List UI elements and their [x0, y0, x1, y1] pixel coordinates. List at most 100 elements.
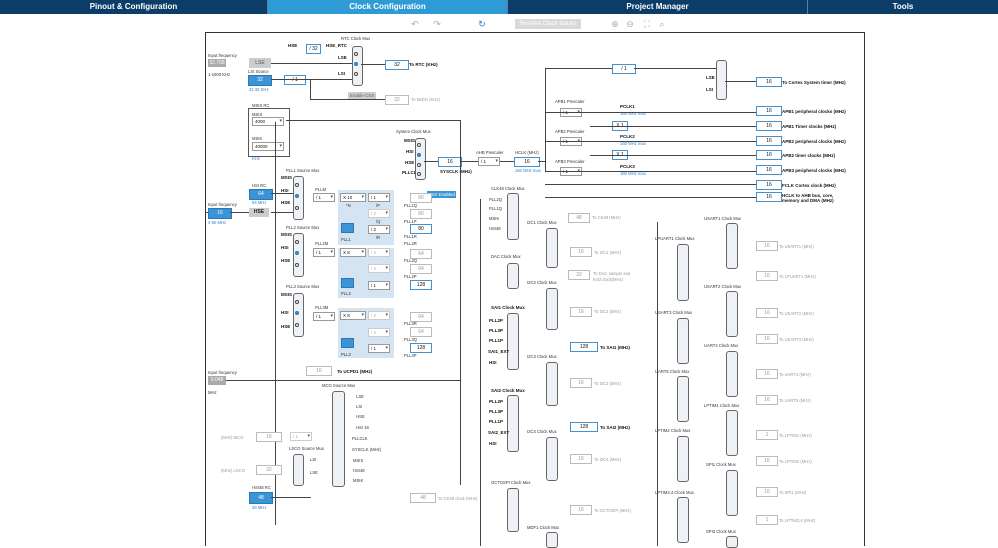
cortex-mux[interactable]: [716, 60, 727, 100]
lsi-value[interactable]: 32: [248, 75, 272, 86]
zoom-out-icon[interactable]: ⊖: [626, 19, 634, 29]
lse-freq-input[interactable]: 32.768: [208, 59, 226, 67]
tab-clock-configuration[interactable]: Clock Configuration: [268, 0, 508, 14]
usart3-value[interactable]: 16: [756, 334, 778, 344]
uart5-value[interactable]: 16: [756, 395, 778, 405]
pll3p-select[interactable]: / 2: [368, 311, 390, 320]
sai1-mux[interactable]: [507, 313, 519, 370]
hclk-value[interactable]: 16: [514, 157, 540, 167]
sys-dot-hse[interactable]: [417, 163, 421, 167]
pll3-dot-hse[interactable]: [295, 323, 299, 327]
pll3r-value[interactable]: 128: [410, 343, 432, 353]
i2c2-value[interactable]: 16: [570, 307, 592, 317]
lptim2-mux[interactable]: [677, 436, 689, 482]
clk48-value[interactable]: 48: [568, 213, 590, 223]
pll1-dot-hsi[interactable]: [295, 194, 299, 198]
pll2q-select[interactable]: / 2: [368, 264, 390, 273]
zoom-in-icon[interactable]: ⊕: [611, 19, 619, 29]
lptim34-mux[interactable]: [677, 497, 689, 543]
hsi48-value[interactable]: 48: [249, 492, 273, 504]
pll2r-value[interactable]: 128: [410, 280, 432, 290]
iwdg-value[interactable]: 32: [385, 95, 409, 105]
rtc-dot-lsi[interactable]: [354, 72, 358, 76]
pll3m-select[interactable]: / 1: [313, 312, 335, 321]
plln-select[interactable]: X 10: [340, 193, 366, 202]
pll1-toggle[interactable]: [341, 223, 354, 233]
pll3q-value[interactable]: 64: [410, 327, 432, 337]
pll1-source-mux[interactable]: [293, 176, 304, 220]
search-icon[interactable]: ⌕: [659, 19, 665, 29]
sai2-value[interactable]: 128: [570, 422, 598, 432]
tab-pinout[interactable]: Pinout & Configuration: [0, 0, 268, 14]
i2c3-mux[interactable]: [546, 362, 558, 406]
pll3q-select[interactable]: / 2: [368, 328, 390, 337]
usart1-mux[interactable]: [726, 223, 738, 269]
sys-dot-msis[interactable]: [417, 143, 421, 147]
usart2-mux[interactable]: [726, 291, 738, 337]
ucpd-value[interactable]: 16: [306, 366, 332, 376]
fit-icon[interactable]: ⛶: [643, 19, 651, 29]
octo-value[interactable]: 16: [570, 505, 592, 515]
apb3p-value[interactable]: 16: [756, 165, 782, 175]
pll2p-value[interactable]: 64: [410, 249, 432, 259]
cortex-value[interactable]: 16: [756, 77, 782, 87]
hse-div32[interactable]: / 32: [306, 44, 321, 54]
pll2q-value[interactable]: 64: [410, 264, 432, 274]
lptim34-value[interactable]: 1: [756, 515, 778, 525]
enable-css-rtc-button[interactable]: Enable CSS: [348, 92, 376, 99]
redo-icon[interactable]: ↷: [433, 19, 441, 29]
hclk-ahb-value[interactable]: 16: [756, 192, 782, 202]
spi1-mux[interactable]: [726, 470, 738, 516]
lsco-value[interactable]: 32: [256, 465, 282, 475]
mco-value[interactable]: 16: [256, 432, 282, 442]
css-enabled-button[interactable]: CSS Enabled: [427, 191, 456, 198]
i2s-freq-input[interactable]: 0.048: [208, 376, 226, 385]
mco-source-mux[interactable]: [332, 391, 345, 487]
clk48-mux[interactable]: [507, 193, 519, 240]
i2c2-mux[interactable]: [546, 288, 558, 330]
resolve-clock-issues-button[interactable]: Resolve Clock Issues: [515, 19, 581, 29]
tab-tools[interactable]: Tools: [892, 2, 914, 11]
pll1q-value[interactable]: 80: [410, 209, 432, 219]
refresh-icon[interactable]: ↻: [478, 19, 486, 29]
apb2p-value[interactable]: 16: [756, 136, 782, 146]
system-clock-mux[interactable]: [415, 138, 426, 180]
pll1r-value[interactable]: 80: [410, 224, 432, 234]
sai2-mux[interactable]: [507, 395, 519, 452]
pll3-dot-msis[interactable]: [295, 300, 299, 304]
pll2-dot-hse[interactable]: [295, 263, 299, 267]
lsi-div1[interactable]: / 1: [284, 75, 306, 85]
uart4-value[interactable]: 16: [756, 369, 778, 379]
sys-dot-pllclk[interactable]: [417, 172, 421, 176]
pll1r-select[interactable]: / 2: [368, 225, 390, 234]
pll2r-select[interactable]: / 1: [368, 281, 390, 290]
dac-value[interactable]: 32: [568, 270, 590, 280]
sai1-value[interactable]: 128: [570, 342, 598, 352]
usart2-value[interactable]: 16: [756, 308, 778, 318]
pll2p-select[interactable]: / 2: [368, 248, 390, 257]
pll1q-select[interactable]: / 2: [368, 209, 390, 218]
tab-project-manager[interactable]: Project Manager: [508, 0, 808, 14]
i2c1-value[interactable]: 16: [570, 247, 592, 257]
pll3-toggle[interactable]: [341, 338, 354, 348]
pll1p-value[interactable]: 80: [410, 193, 432, 203]
i2c4-mux[interactable]: [546, 437, 558, 481]
ck48-value[interactable]: 48: [410, 493, 436, 503]
sys-dot-hsi[interactable]: [417, 153, 421, 157]
lptim1-value[interactable]: 1: [756, 430, 778, 440]
pll3p-value[interactable]: 64: [410, 312, 432, 322]
uart4-mux[interactable]: [726, 351, 738, 397]
pll2n-select[interactable]: X 8: [340, 248, 366, 257]
lptim1-mux[interactable]: [726, 410, 738, 456]
usart3-mux[interactable]: [677, 318, 689, 364]
undo-icon[interactable]: ↶: [411, 19, 419, 29]
spi1-value[interactable]: 16: [756, 487, 778, 497]
dac-mux[interactable]: [507, 263, 519, 289]
pll3r-select[interactable]: / 1: [368, 344, 390, 353]
i2c1-mux[interactable]: [546, 228, 558, 268]
uart5-mux[interactable]: [677, 376, 689, 422]
pll2-toggle[interactable]: [341, 278, 354, 288]
pll1-dot-hse[interactable]: [295, 206, 299, 210]
pll1-dot-msis[interactable]: [295, 183, 299, 187]
octospi-mux[interactable]: [507, 488, 519, 532]
